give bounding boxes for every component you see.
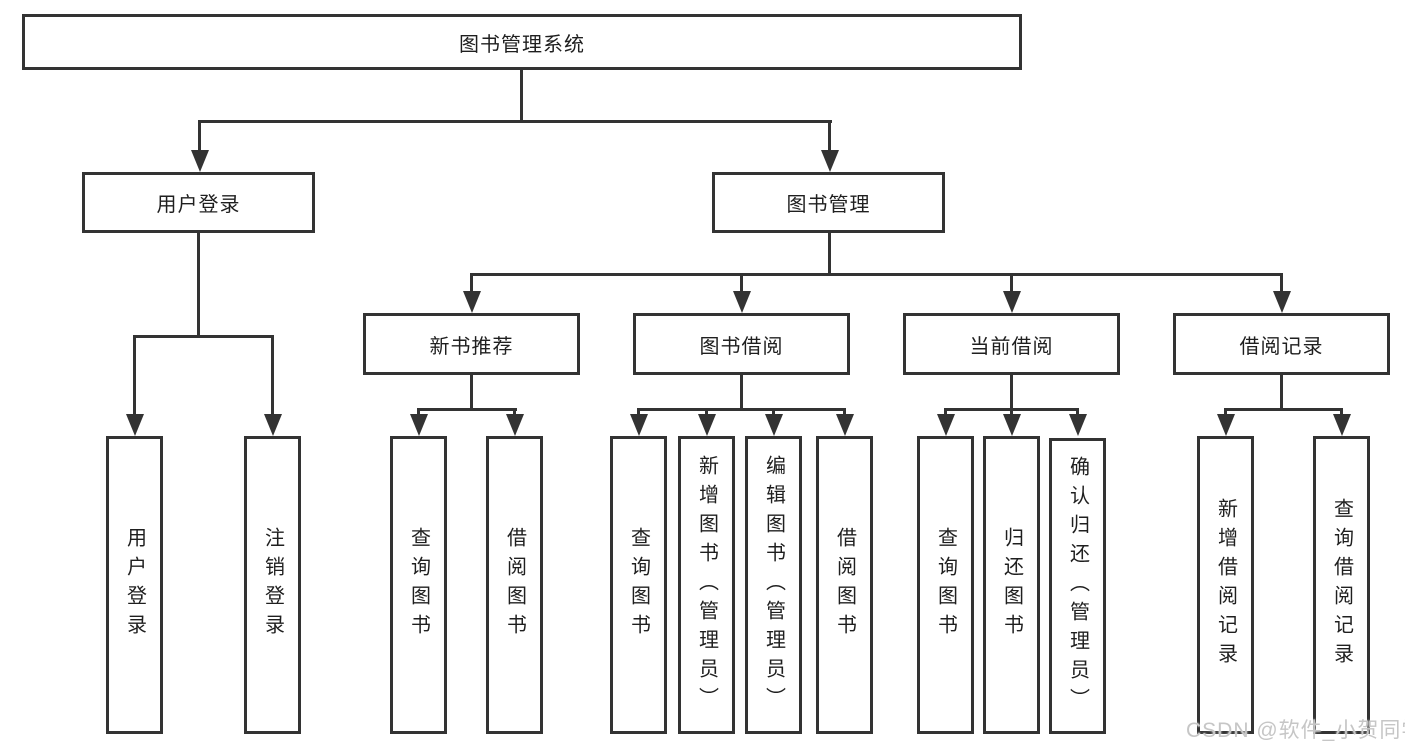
connector-mgmt-bar — [470, 273, 1283, 276]
arrow-down-icon — [937, 414, 955, 436]
leaf-record-query-record: 查询借阅记录 — [1313, 436, 1370, 734]
connector-newbook-stem — [470, 273, 473, 293]
leaf-label: 用户登录 — [123, 527, 146, 643]
connector-root-stem — [520, 68, 523, 122]
node-new-book-recommend: 新书推荐 — [363, 313, 580, 375]
leaf-label: 查询图书 — [934, 527, 957, 643]
node-current-borrow: 当前借阅 — [903, 313, 1120, 375]
node-borrow-record: 借阅记录 — [1173, 313, 1390, 375]
arrow-down-icon — [821, 150, 839, 172]
leaf-label: 新增借阅记录 — [1214, 498, 1237, 672]
arrow-down-icon — [836, 414, 854, 436]
connector-bookborrow-group-stem — [740, 375, 743, 408]
leaf-label: 编辑图书（管理员） — [762, 454, 785, 716]
node-book-management: 图书管理 — [712, 172, 945, 233]
connector-bookborrow-group-bar — [637, 408, 846, 411]
connector-leaf-stem — [637, 408, 640, 418]
arrow-down-icon — [1273, 291, 1291, 313]
leaf-borrow-edit-book-admin: 编辑图书（管理员） — [745, 436, 802, 734]
leaf-label: 借阅图书 — [503, 527, 526, 643]
connector-login-child1 — [133, 335, 136, 416]
connector-borrowrecord-stem — [1280, 273, 1283, 293]
leaf-user-login: 用户登录 — [106, 436, 163, 734]
leaf-label: 借阅图书 — [833, 527, 856, 643]
leaf-borrow-add-book-admin: 新增图书（管理员） — [678, 436, 735, 734]
leaf-current-confirm-return-admin: 确认归还（管理员） — [1049, 438, 1106, 734]
connector-leaf-stem — [1076, 408, 1079, 418]
connector-userlogin-stem — [198, 120, 201, 154]
arrow-down-icon — [1333, 414, 1351, 436]
csdn-watermark: CSDN @软件_小贺同学 — [1186, 719, 1405, 742]
leaf-current-return-book: 归还图书 — [983, 436, 1040, 734]
arrow-down-icon — [126, 414, 144, 436]
connector-bookborrow-stem — [740, 273, 743, 293]
leaf-logout: 注销登录 — [244, 436, 301, 734]
connector-borrowrecord-group-bar — [1224, 408, 1343, 411]
leaf-label: 注销登录 — [261, 527, 284, 643]
connector-currentborrow-group-stem — [1010, 375, 1013, 408]
leaf-borrow-query-book: 查询图书 — [610, 436, 667, 734]
connector-leaf-stem — [1340, 408, 1343, 418]
arrow-down-icon — [1217, 414, 1235, 436]
connector-leaf-stem — [1224, 408, 1227, 418]
leaf-record-add-record: 新增借阅记录 — [1197, 436, 1254, 734]
leaf-label: 归还图书 — [1000, 527, 1023, 643]
connector-root-bar — [198, 120, 832, 123]
connector-newbook-group-stem — [470, 375, 473, 408]
leaf-label: 确认归还（管理员） — [1066, 455, 1089, 717]
node-user-login: 用户登录 — [82, 172, 315, 233]
arrow-down-icon — [765, 414, 783, 436]
connector-borrowrecord-group-stem — [1280, 375, 1283, 408]
connector-newbook-group-bar — [417, 408, 517, 411]
arrow-down-icon — [264, 414, 282, 436]
connector-mgmt-stem — [828, 233, 831, 273]
connector-leaf-stem — [843, 408, 846, 418]
arrow-down-icon — [630, 414, 648, 436]
arrow-down-icon — [506, 414, 524, 436]
node-root-system: 图书管理系统 — [22, 14, 1022, 70]
leaf-label: 查询借阅记录 — [1330, 498, 1353, 672]
leaf-current-query-book: 查询图书 — [917, 436, 974, 734]
arrow-down-icon — [1069, 414, 1087, 436]
node-book-borrow: 图书借阅 — [633, 313, 850, 375]
connector-leaf-stem — [705, 408, 708, 418]
arrow-down-icon — [463, 291, 481, 313]
connector-leaf-stem — [417, 408, 420, 418]
connector-login-child2 — [271, 335, 274, 416]
arrow-down-icon — [733, 291, 751, 313]
connector-leaf-stem — [513, 408, 516, 418]
leaf-label: 查询图书 — [407, 527, 430, 643]
connector-leaf-stem — [772, 408, 775, 418]
connector-bookmgmt-stem — [828, 120, 831, 154]
leaf-newbook-borrow-book: 借阅图书 — [486, 436, 543, 734]
arrow-down-icon — [1003, 291, 1021, 313]
leaf-label: 查询图书 — [627, 527, 650, 643]
connector-currentborrow-stem — [1010, 273, 1013, 293]
leaf-newbook-query-book: 查询图书 — [390, 436, 447, 734]
leaf-label: 新增图书（管理员） — [695, 454, 718, 716]
connector-leaf-stem — [1010, 408, 1013, 418]
arrow-down-icon — [191, 150, 209, 172]
arrow-down-icon — [410, 414, 428, 436]
connector-leaf-stem — [944, 408, 947, 418]
leaf-borrow-borrow-book: 借阅图书 — [816, 436, 873, 734]
connector-login-group-stem — [197, 233, 200, 335]
arrow-down-icon — [1003, 414, 1021, 436]
arrow-down-icon — [698, 414, 716, 436]
connector-login-group-bar — [133, 335, 274, 338]
